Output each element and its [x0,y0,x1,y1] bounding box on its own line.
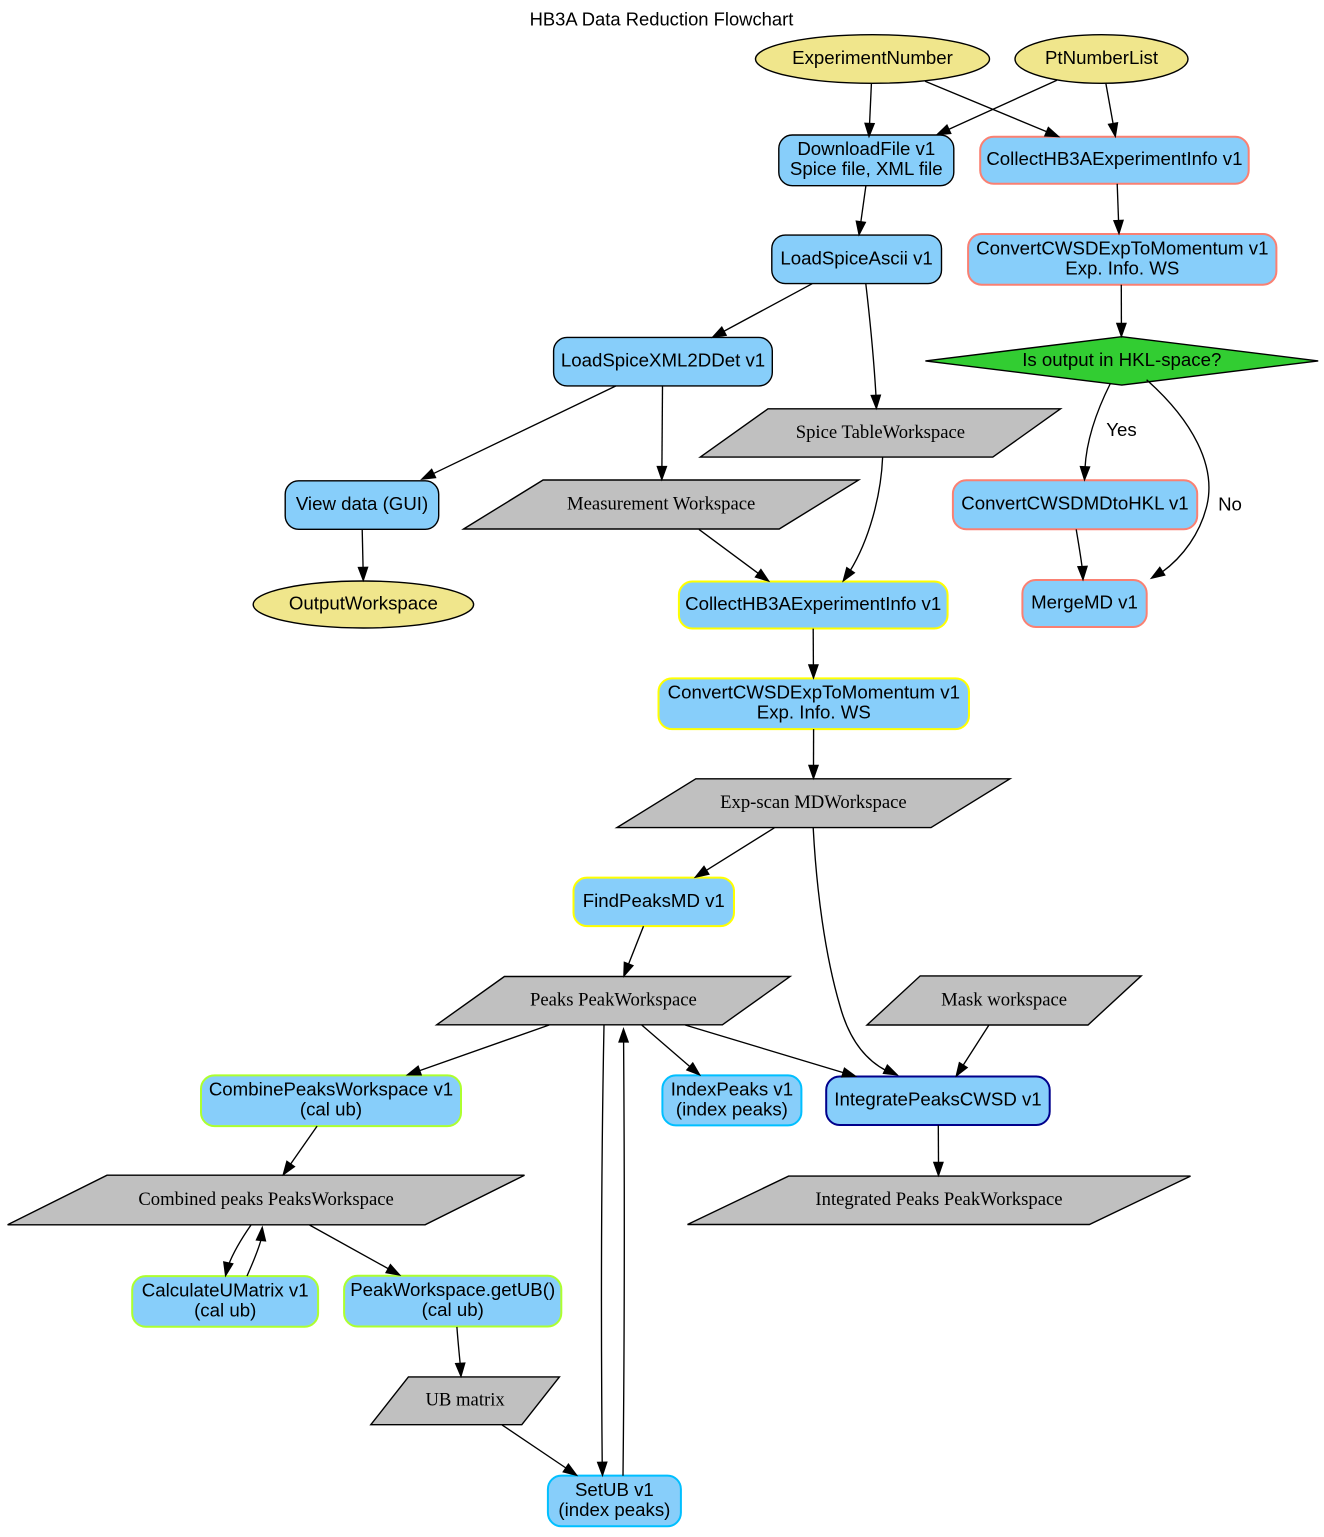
svg-text:View data (GUI): View data (GUI) [296,493,428,514]
svg-text:Exp. Info. WS: Exp. Info. WS [757,702,871,723]
svg-text:IndexPeaks v1: IndexPeaks v1 [671,1078,793,1099]
svg-text:LoadSpiceAscii v1: LoadSpiceAscii v1 [780,247,932,268]
svg-text:PtNumberList: PtNumberList [1045,47,1159,68]
svg-text:ConvertCWSDExpToMomentum v1: ConvertCWSDExpToMomentum v1 [976,237,1268,258]
svg-text:Peaks PeakWorkspace: Peaks PeakWorkspace [530,990,697,1011]
svg-text:CombinePeaksWorkspace v1: CombinePeaksWorkspace v1 [209,1079,453,1100]
svg-text:DownloadFile v1: DownloadFile v1 [797,138,935,159]
svg-text:PeakWorkspace.getUB(): PeakWorkspace.getUB() [350,1279,555,1300]
svg-text:Spice file, XML file: Spice file, XML file [790,158,943,179]
svg-text:(index peaks): (index peaks) [676,1098,788,1119]
svg-text:MergeMD v1: MergeMD v1 [1031,591,1138,612]
svg-text:Mask workspace: Mask workspace [941,989,1067,1010]
svg-text:ConvertCWSDExpToMomentum v1: ConvertCWSDExpToMomentum v1 [668,682,960,703]
svg-text:Combined peaks PeaksWorkspace: Combined peaks PeaksWorkspace [138,1189,393,1210]
svg-text:(cal ub): (cal ub) [422,1299,484,1320]
svg-text:LoadSpiceXML2DDet v1: LoadSpiceXML2DDet v1 [561,350,765,371]
svg-text:Is output in HKL-space?: Is output in HKL-space? [1022,349,1221,370]
svg-text:Exp. Info. WS: Exp. Info. WS [1065,257,1179,278]
svg-text:Integrated Peaks PeakWorkspace: Integrated Peaks PeakWorkspace [815,1189,1062,1210]
svg-text:(cal ub): (cal ub) [194,1299,256,1320]
svg-text:ExperimentNumber: ExperimentNumber [792,47,953,68]
svg-text:SetUB v1: SetUB v1 [575,1479,654,1500]
svg-text:Exp-scan MDWorkspace: Exp-scan MDWorkspace [720,792,907,813]
svg-text:CalculateUMatrix v1: CalculateUMatrix v1 [142,1279,309,1300]
svg-text:CollectHB3AExperimentInfo v1: CollectHB3AExperimentInfo v1 [986,148,1242,169]
svg-text:FindPeaksMD v1: FindPeaksMD v1 [583,890,725,911]
svg-text:(cal ub): (cal ub) [300,1099,362,1120]
svg-text:Measurement Workspace: Measurement Workspace [567,493,755,514]
svg-text:No: No [1218,493,1242,514]
svg-text:UB matrix: UB matrix [425,1390,505,1411]
svg-text:OutputWorkspace: OutputWorkspace [289,592,438,613]
svg-text:Yes: Yes [1106,419,1136,440]
svg-text:(index peaks): (index peaks) [558,1499,670,1520]
svg-text:CollectHB3AExperimentInfo v1: CollectHB3AExperimentInfo v1 [685,593,941,614]
svg-text:HB3A Data Reduction Flowchart: HB3A Data Reduction Flowchart [530,8,794,29]
svg-text:Spice TableWorkspace: Spice TableWorkspace [796,422,965,443]
svg-text:ConvertCWSDMDtoHKL v1: ConvertCWSDMDtoHKL v1 [961,493,1188,514]
svg-text:IntegratePeaksCWSD v1: IntegratePeaksCWSD v1 [834,1089,1041,1110]
